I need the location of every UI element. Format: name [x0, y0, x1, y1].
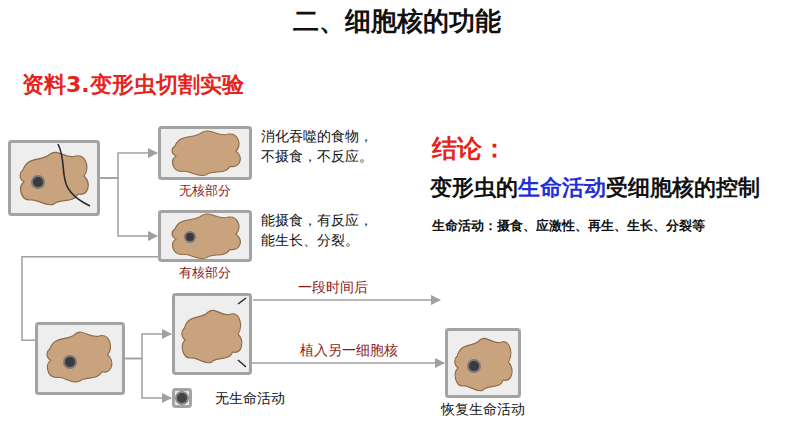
description: 消化吞噬的食物， 不摄食，不反应。	[261, 127, 387, 166]
frame-ground	[8, 140, 100, 216]
part-name: 有核部分	[150, 264, 260, 282]
note-text: 一段时间后	[298, 279, 368, 297]
conclusion-text: 受细胞核的控制	[606, 175, 760, 200]
description: 能摄食，有反应， 能生长、分裂。	[261, 211, 387, 250]
edge-label: 植入另一细胞核	[298, 342, 400, 360]
image-frame: 恢复生命活动	[445, 328, 521, 398]
connector-arrow	[252, 362, 444, 364]
needle	[238, 298, 246, 304]
image-frame	[35, 322, 125, 395]
nucleus	[468, 360, 480, 372]
connector-arrow	[125, 334, 171, 359]
nucleus	[185, 232, 195, 242]
amoeba	[455, 338, 512, 391]
connector-arrow	[100, 153, 157, 178]
connector-arrow	[22, 257, 158, 340]
amoeba	[20, 152, 88, 205]
nucleus	[176, 392, 188, 404]
frame-ground	[172, 388, 192, 408]
cut-line	[58, 144, 90, 206]
image-frame	[172, 293, 252, 375]
image-frame: 无生命活动	[172, 388, 192, 408]
frame-ground	[158, 126, 252, 180]
time-arrow	[253, 299, 440, 301]
nucleus	[32, 176, 44, 188]
conclusion-line: 变形虫的生命活动受细胞核的控制	[430, 173, 760, 203]
amoeba	[182, 310, 242, 363]
conclusion-text: 变形虫的	[430, 175, 518, 200]
note-text: 结论：	[432, 132, 507, 165]
frame-ground	[445, 328, 521, 398]
part-name: 无核部分	[150, 182, 260, 200]
connector-arrow	[125, 359, 171, 399]
needle	[238, 360, 246, 367]
amoeba	[172, 131, 240, 176]
connector-arrow	[100, 178, 157, 236]
frame-ground	[158, 210, 252, 262]
description: 无生命活动	[215, 389, 325, 409]
image-frame	[8, 140, 100, 216]
page-title: 二、细胞核的功能	[0, 4, 794, 39]
conclusion-text: 生命活动	[518, 175, 606, 200]
frame-ground	[172, 293, 252, 375]
amoeba	[47, 332, 112, 382]
amoeba	[172, 214, 240, 259]
image-frame: 无核部分消化吞噬的食物， 不摄食，不反应。	[158, 126, 252, 180]
part-name: 恢复生命活动	[423, 400, 543, 420]
nucleus	[64, 356, 76, 368]
note-text: 生命活动：摄食、应激性、再生、生长、分裂等	[432, 217, 705, 235]
image-frame: 有核部分能摄食，有反应， 能生长、分裂。	[158, 210, 252, 262]
note-text: 资料3.变形虫切割实验	[22, 70, 244, 100]
frame-ground	[35, 322, 125, 395]
